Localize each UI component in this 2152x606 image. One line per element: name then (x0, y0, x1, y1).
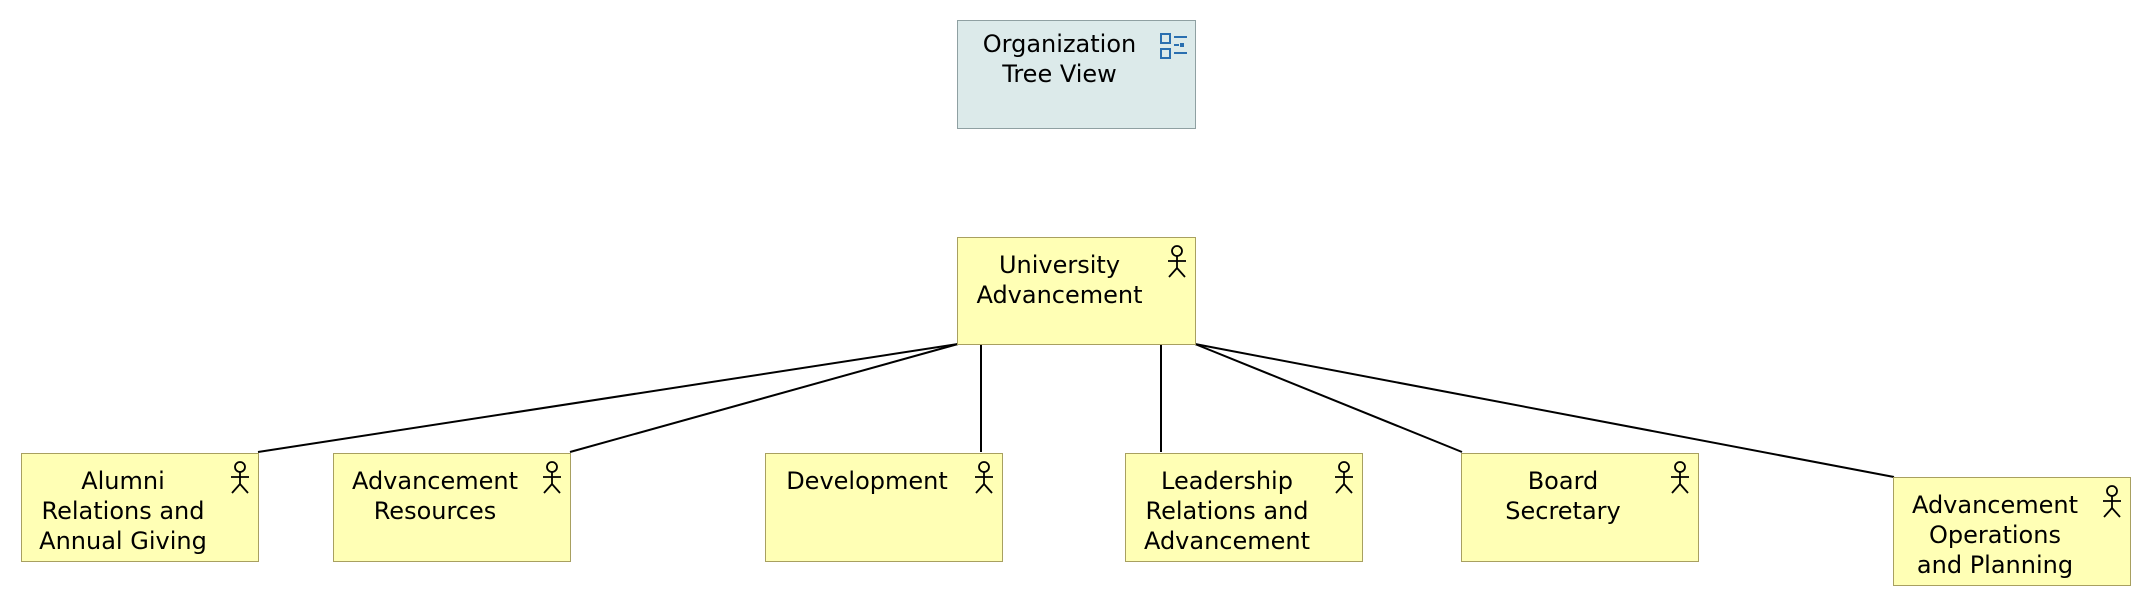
organization-tree-view-node[interactable]: Organization Tree View (957, 20, 1196, 129)
node-label: University Advancement (976, 251, 1143, 309)
child-node-alumni-relations[interactable]: Alumni Relations and Annual Giving (21, 453, 259, 562)
actor-icon (1335, 461, 1353, 494)
actor-icon (1671, 461, 1689, 494)
child-node-development[interactable]: Development (765, 453, 1003, 562)
edge-resources (569, 343, 959, 453)
edge-operations (1194, 343, 1895, 478)
edge-board (1194, 343, 1463, 453)
actor-icon (543, 461, 561, 494)
node-label: Development (786, 467, 948, 495)
actor-icon (1168, 245, 1186, 278)
node-label: Alumni Relations and Annual Giving (39, 467, 207, 555)
tree-view-icon (1160, 33, 1187, 59)
child-node-advancement-operations[interactable]: Advancement Operations and Planning (1893, 477, 2131, 586)
node-label: Advancement Operations and Planning (1911, 491, 2079, 579)
actor-icon (231, 461, 249, 494)
node-label: Board Secretary (1505, 467, 1621, 525)
edge-alumni (257, 343, 959, 453)
node-label: Leadership Relations and Advancement (1143, 467, 1311, 555)
actor-icon (2103, 485, 2121, 518)
actor-icon (975, 461, 993, 494)
root-node-university-advancement[interactable]: University Advancement (957, 237, 1196, 345)
child-node-advancement-resources[interactable]: Advancement Resources (333, 453, 571, 562)
node-label: Advancement Resources (351, 467, 519, 525)
node-label: Organization Tree View (982, 30, 1137, 88)
child-node-board-secretary[interactable]: Board Secretary (1461, 453, 1699, 562)
child-node-leadership-relations[interactable]: Leadership Relations and Advancement (1125, 453, 1363, 562)
